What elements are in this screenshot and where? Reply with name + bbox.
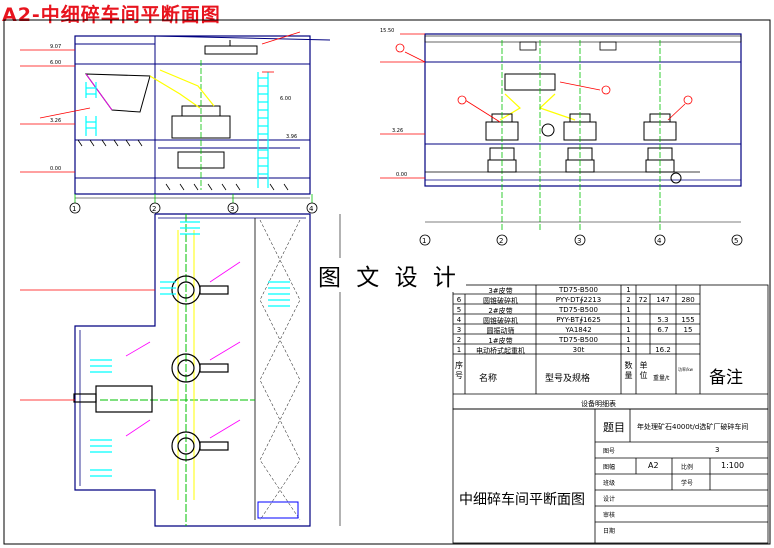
figure-no-label: 图号 [603, 448, 616, 455]
table-row: 5 2#皮带 TD75-B500 1 [453, 305, 700, 315]
table-cell-model: 30t [572, 346, 585, 354]
table-row: 4 圆锥破碎机 PYY-BT∲1625 1 5.3 155 [453, 315, 700, 325]
table-cell-total_w: 16.2 [655, 346, 671, 354]
table-cell-name: 2#皮带 [488, 307, 513, 315]
col-header-name: 名称 [479, 374, 498, 384]
grid-right-2: 2 [499, 237, 503, 245]
table-cell-power: 155 [681, 316, 695, 324]
table-cell-no: 3 [456, 326, 462, 334]
title-block-grid [452, 408, 769, 544]
design-label: 设计 [603, 496, 616, 503]
table-cell-no: 1 [456, 346, 462, 354]
col-header-remark: 备注 [709, 368, 743, 388]
table-row: 1 电动桥式起重机 30t 1 16.2 [453, 345, 700, 355]
elev-0-00: 0.00 [50, 166, 61, 172]
table-cell-model: TD75-B500 [558, 306, 598, 314]
table-cell-model: PYY-DT∲2213 [555, 296, 602, 304]
table-cell-name: 电动桥式起重机 [476, 347, 525, 355]
elev-3-26: 3.26 [50, 118, 61, 124]
watermark-text: 图 文 设 计 [312, 258, 466, 292]
table-cell-model: TD75-B500 [558, 286, 598, 294]
grid-right-5: 5 [734, 237, 738, 245]
sec-elev-3-26: 3.26 [392, 128, 403, 134]
table-cell-qty: 1 [626, 346, 631, 354]
col-header-no: 序号 [455, 361, 463, 380]
size-label: 图幅 [603, 464, 616, 471]
sec-elev-0-00: 0.00 [396, 172, 407, 178]
sec-elev-15-50: 15.50 [380, 28, 394, 34]
table-cell-name: 圆锥破碎机 [483, 297, 518, 305]
grid-left-3: 3 [230, 205, 234, 213]
review-label: 审核 [603, 512, 616, 519]
table-cell-qty: 2 [626, 296, 631, 304]
grid-right-1: 1 [422, 237, 426, 245]
grid-left-4: 4 [309, 205, 314, 213]
date-label: 日期 [603, 528, 616, 535]
size-value: A2 [648, 461, 659, 470]
table-row: 3 圆振动筛 YA1842 1 6.7 15 [453, 325, 700, 335]
elev-3-96: 3.96 [286, 134, 297, 140]
table-cell-no: 5 [456, 306, 462, 314]
right-section-view: 15.50 3.26 0.00 [380, 28, 742, 230]
equipment-table-grid [452, 284, 769, 410]
grid-left-1: 1 [72, 205, 76, 213]
table-cell-total_w: 147 [656, 296, 670, 304]
table-cell-qty: 1 [626, 336, 631, 344]
table-cell-unit_w: 72 [638, 296, 648, 304]
table-cell-model: YA1842 [565, 326, 592, 334]
topic-label: 题目 [603, 421, 625, 434]
grid-axis-right: 1 2 3 4 5 [419, 234, 743, 246]
figure-no-value: 3 [715, 446, 720, 454]
table-cell-power: 280 [681, 296, 695, 304]
table-cell-name: 3#皮带 [488, 287, 513, 295]
drawing-title: 中细碎车间平断面图 [459, 492, 585, 508]
elev-9-07: 9.07 [50, 44, 61, 50]
table-cell-model: PYY-BT∲1625 [556, 316, 601, 324]
equipment-table: 3#皮带 TD75-B500 1 6 圆锥破碎机 PYY-DT∲2213 2 72 147 280… [453, 285, 768, 409]
table-cell-no: 2 [456, 336, 462, 344]
grid-right-3: 3 [577, 237, 581, 245]
sheet-border [3, 19, 771, 545]
table-cell-qty: 1 [626, 326, 631, 334]
table-row: 6 圆锥破碎机 PYY-DT∲2213 2 72 147 280 [453, 295, 700, 305]
table-row: 2 1#皮带 TD75-B500 1 [453, 335, 700, 345]
col-header-weight: 重量/t [653, 375, 670, 382]
col-header-qty: 数量 [624, 361, 633, 380]
topic-value: 年处理矿石4000t/d选矿厂破碎车间 [637, 423, 749, 431]
elev-6-00b: 6.00 [280, 96, 291, 102]
table-cell-qty: 1 [626, 316, 631, 324]
table-cell-total_w: 5.3 [657, 316, 669, 324]
scale-value: 1:100 [721, 461, 745, 470]
table-cell-name: 圆锥破碎机 [483, 317, 518, 325]
table-cell-total_w: 6.7 [657, 326, 669, 334]
table-cell-qty: 1 [626, 286, 631, 294]
table-cell-no: 4 [456, 316, 462, 324]
grid-axis-left: 1 2 3 4 [69, 202, 318, 214]
elev-6-00: 6.00 [50, 60, 61, 66]
plan-view [20, 213, 341, 527]
table-row: 3#皮带 TD75-B500 1 [453, 285, 700, 295]
title-block: 题目 年处理矿石4000t/d选矿厂破碎车间 图号 3 图幅 A2 比例 1:1… [453, 409, 768, 543]
student-no-label: 学号 [681, 480, 694, 487]
table-cell-model: TD75-B500 [558, 336, 598, 344]
class-label: 班级 [603, 480, 616, 487]
table-cell-power: 15 [683, 326, 693, 334]
col-header-unit: 单位 [639, 361, 648, 380]
equipment-table-caption: 设备明细表 [581, 400, 616, 408]
col-header-model: 型号及规格 [545, 374, 591, 384]
grid-right-4: 4 [657, 237, 662, 245]
table-cell-qty: 1 [626, 306, 631, 314]
grid-left-2: 2 [152, 205, 156, 213]
table-cell-no: 6 [456, 296, 462, 304]
col-header-power: 功率/kw [678, 367, 693, 372]
table-cell-name: 圆振动筛 [486, 327, 515, 335]
table-cell-name: 1#皮带 [488, 337, 513, 345]
scale-label: 比例 [681, 464, 694, 471]
left-section-view: 9.07 6.00 3.26 3.96 0.00 6.00 [20, 31, 331, 208]
